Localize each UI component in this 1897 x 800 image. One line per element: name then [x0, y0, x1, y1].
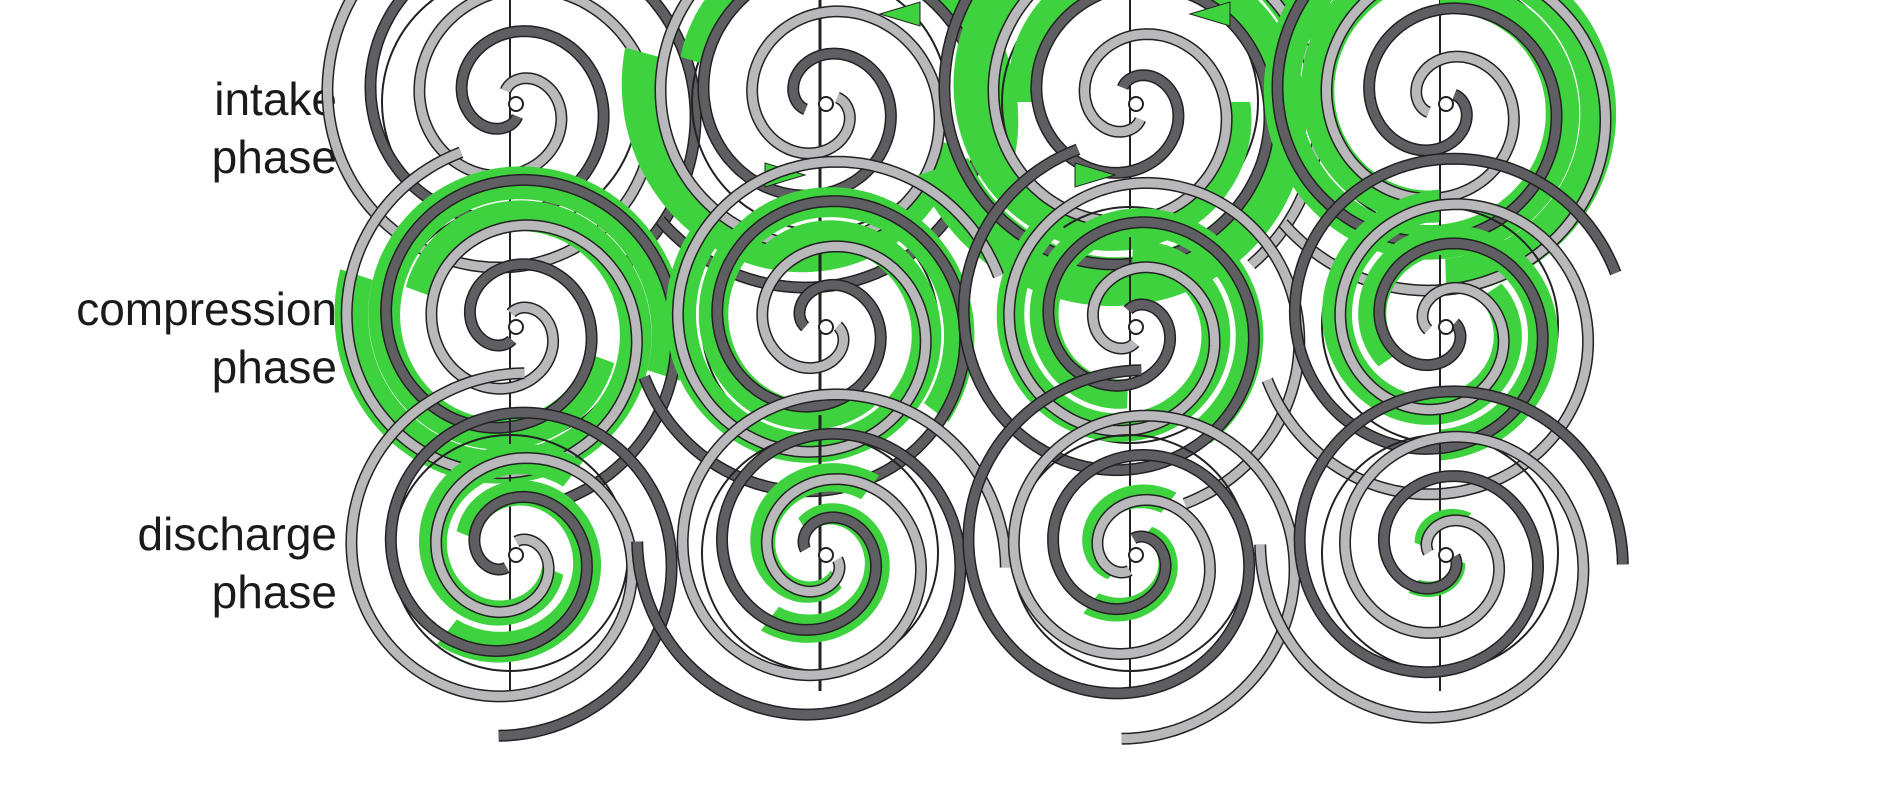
row-label-discharge: discharge phase [7, 505, 337, 621]
discharge-port [1438, 319, 1454, 335]
gas-pocket [996, 206, 1231, 442]
orbiting-scroll-wrap [673, 157, 1003, 457]
gas-pocket [368, 166, 686, 450]
orbiting-scroll-wrap [1004, 178, 1304, 508]
discharge-port [1128, 547, 1144, 563]
row-label-intake-line2: phase [211, 131, 337, 183]
fixed-scroll-wrap [381, 175, 681, 505]
scroll-cell-r3-c2 [631, 388, 1012, 721]
arrow-in-icon [1074, 162, 1117, 188]
arrow-in-icon [878, 1, 921, 27]
fixed-scroll-wrap [632, 429, 965, 720]
fixed-scroll-wrap [1295, 386, 1628, 677]
orbiting-scroll-wrap [1279, 0, 1611, 296]
discharge-port [818, 319, 834, 335]
fixed-scroll-wrap [959, 145, 1259, 475]
orbiting-scroll-wrap [1263, 199, 1593, 499]
orbiting-scroll-wrap [678, 389, 1011, 680]
orbiting-scroll-wrap [1009, 411, 1300, 744]
row-label-compression-line1: compression [76, 283, 337, 335]
discharge-port [1438, 547, 1454, 563]
fixed-scroll-wrap [1290, 154, 1620, 454]
scroll-cell-r3-c1 [345, 367, 678, 742]
gas-pocket [1322, 189, 1522, 425]
orbiting-scroll-wrap [655, 0, 944, 250]
discharge-port [1128, 96, 1144, 112]
row-label-compression-line2: phase [211, 341, 337, 393]
orbiting-scroll-wrap [988, 0, 1324, 269]
discharge-port [1128, 319, 1144, 335]
orbiting-scroll-wrap [1255, 432, 1588, 723]
fixed-scroll-wrap [640, 196, 970, 496]
scroll-cell-r3-c4 [1254, 385, 1629, 724]
orbiting-scroll-wrap [342, 148, 642, 478]
gas-pocket [437, 480, 601, 663]
row-label-discharge-line1: discharge [137, 508, 337, 560]
row-label-intake: intake phase [7, 70, 337, 186]
scroll-cell-r2-c1 [334, 146, 686, 507]
gas-pocket [621, 47, 960, 273]
discharge-port [818, 96, 834, 112]
fixed-scroll-wrap [386, 408, 677, 741]
row-label-compression: compression phase [7, 280, 337, 396]
discharge-port [508, 319, 524, 335]
fixed-scroll-wrap [963, 365, 1254, 698]
gas-pocket [1300, 0, 1617, 296]
row-label-intake-line1: intake [214, 73, 337, 125]
scroll-cell-r3-c3 [962, 364, 1301, 745]
row-label-discharge-line2: phase [211, 566, 337, 618]
gas-pocket [1082, 484, 1177, 580]
scroll-cell-r2-c2 [638, 155, 1005, 498]
discharge-port [1438, 96, 1454, 112]
arrow-in-icon [1188, 1, 1231, 27]
scroll-cell-r1-c3 [917, 0, 1343, 307]
discharge-port [818, 547, 834, 563]
discharge-port [508, 547, 524, 563]
fixed-scroll-wrap [1272, 0, 1561, 247]
orbiting-scroll-wrap [346, 368, 637, 701]
discharge-port [508, 96, 524, 112]
gas-pocket [334, 200, 652, 484]
